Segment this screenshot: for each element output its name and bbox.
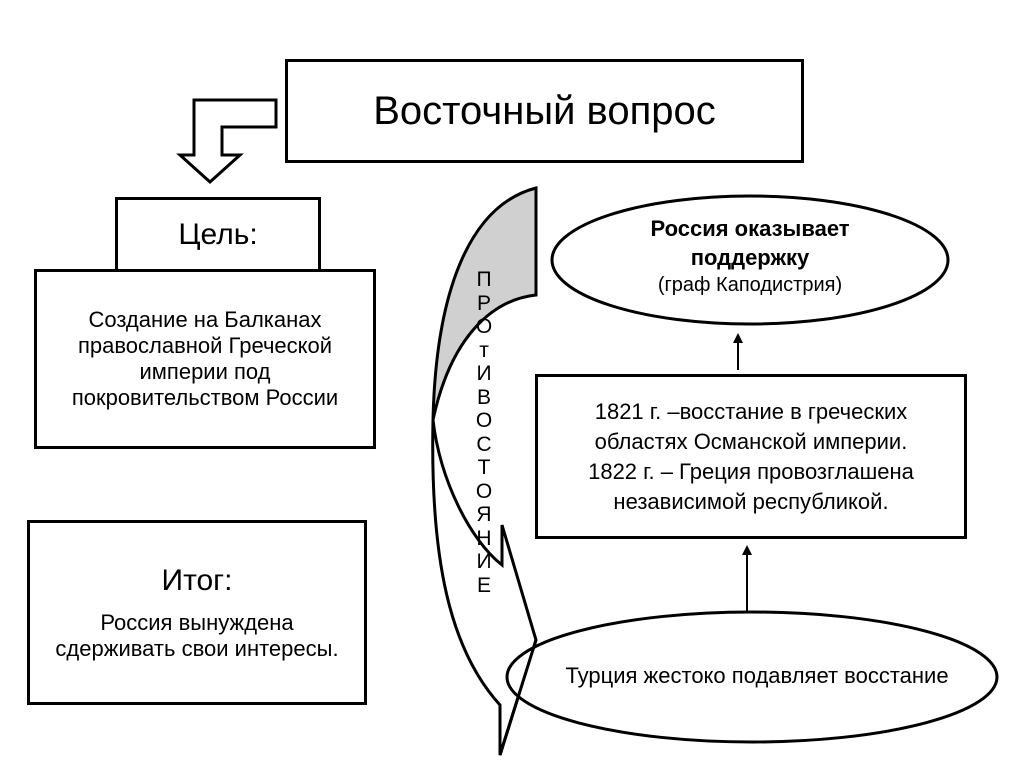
vertical-letter: О bbox=[475, 479, 493, 503]
arrow-head-icon bbox=[742, 545, 752, 555]
result-text-line: сдерживать свои интересы. bbox=[55, 635, 339, 661]
goal-label-box: Цель: bbox=[115, 197, 321, 273]
events-text-line: 1822 г. – Греция провозглашена bbox=[588, 458, 914, 484]
vertical-letter: В bbox=[476, 385, 491, 409]
curved-arrow-tip bbox=[498, 639, 538, 756]
russia-support-text: Россия оказывает поддержку (граф Каподис… bbox=[560, 214, 940, 298]
vertical-letter: т bbox=[479, 338, 489, 362]
diagram-title: Восточный вопрос bbox=[373, 88, 716, 133]
turkey-ellipse bbox=[505, 610, 999, 744]
events-box: 1821 г. –восстание в греческих областях … bbox=[535, 374, 967, 539]
arrow-head-icon bbox=[733, 333, 743, 343]
vertical-letter: Т bbox=[477, 456, 491, 479]
title-box: Восточный вопрос bbox=[285, 59, 804, 163]
vertical-letter: Е bbox=[476, 573, 491, 597]
goal-text-line: православной Греческой bbox=[77, 333, 333, 358]
events-text-line: независимой республикой. bbox=[613, 488, 889, 514]
bent-down-arrow-icon bbox=[176, 98, 278, 185]
goal-text-line: покровительством России bbox=[71, 385, 339, 410]
russia-support-bold-line: Россия оказывает bbox=[650, 216, 850, 241]
goal-box: Создание на Балканах православной Гречес… bbox=[34, 269, 376, 449]
result-label: Итог: bbox=[161, 563, 233, 597]
vertical-letter: И bbox=[476, 550, 492, 573]
vertical-letter: С bbox=[476, 432, 492, 456]
goal-text-line: Создание на Балканах bbox=[88, 307, 322, 332]
vertical-letter: П bbox=[476, 268, 492, 291]
events-text-line: 1821 г. –восстание в греческих bbox=[594, 398, 908, 424]
goal-label: Цель: bbox=[178, 218, 258, 251]
result-box: Итог: Россия вынуждена сдерживать свои и… bbox=[27, 520, 367, 705]
russia-support-bold-line: поддержку bbox=[690, 245, 810, 270]
turkey-text: Турция жестоко подавляет восстание bbox=[565, 663, 949, 688]
vertical-letter: О bbox=[475, 409, 493, 432]
vertical-letter: Я bbox=[476, 503, 492, 526]
russia-support-note: (граф Каподистрия) bbox=[657, 274, 843, 296]
vertical-letter: О bbox=[475, 315, 493, 338]
curved-arrow-gray-part bbox=[431, 186, 538, 421]
vertical-letter: Н bbox=[476, 526, 492, 550]
goal-text: Создание на Балканах православной Гречес… bbox=[72, 307, 338, 411]
result-text-line: Россия вынуждена bbox=[100, 609, 294, 635]
russia-support-ellipse bbox=[550, 194, 950, 326]
goal-text-line: империи под bbox=[139, 359, 271, 384]
opposition-vertical-text: П Р О т И В О С Т О Я Н И Е bbox=[472, 268, 496, 597]
vertical-letter: И bbox=[476, 362, 492, 385]
events-text-line: областях Османской империи. bbox=[594, 428, 908, 454]
vertical-letter: Р bbox=[476, 291, 491, 315]
